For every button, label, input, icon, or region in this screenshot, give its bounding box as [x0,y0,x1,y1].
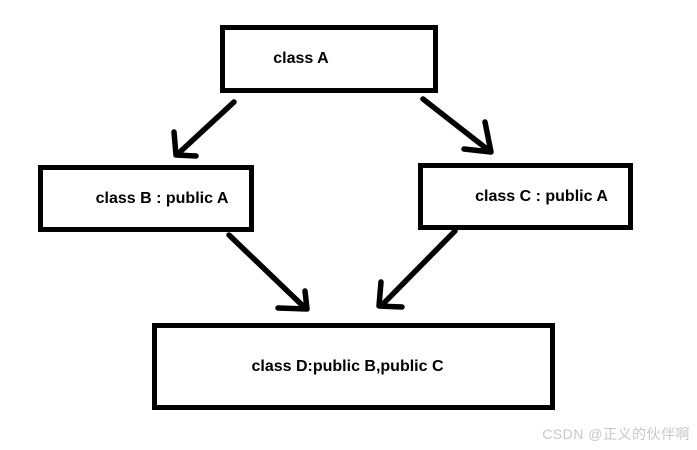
node-class-a: class A [220,25,438,93]
edge-a-to-c [420,96,494,155]
watermark: CSDN @正义的伙伴啊 [542,424,690,444]
node-class-a-label: class A [273,50,329,67]
node-class-c-label: class C : public A [475,187,608,205]
node-class-b: class B : public A [38,165,254,232]
node-class-d-label: class D:public B,public C [251,357,444,375]
edge-c-to-d [376,228,458,310]
edge-a-to-b [171,99,237,159]
node-class-b-label: class B : public A [95,189,229,207]
watermark-text: CSDN @正义的伙伴啊 [542,426,690,442]
node-class-c: class C : public A [418,163,633,230]
node-class-d: class D:public B,public C [152,323,555,410]
edge-b-to-d [226,232,310,312]
